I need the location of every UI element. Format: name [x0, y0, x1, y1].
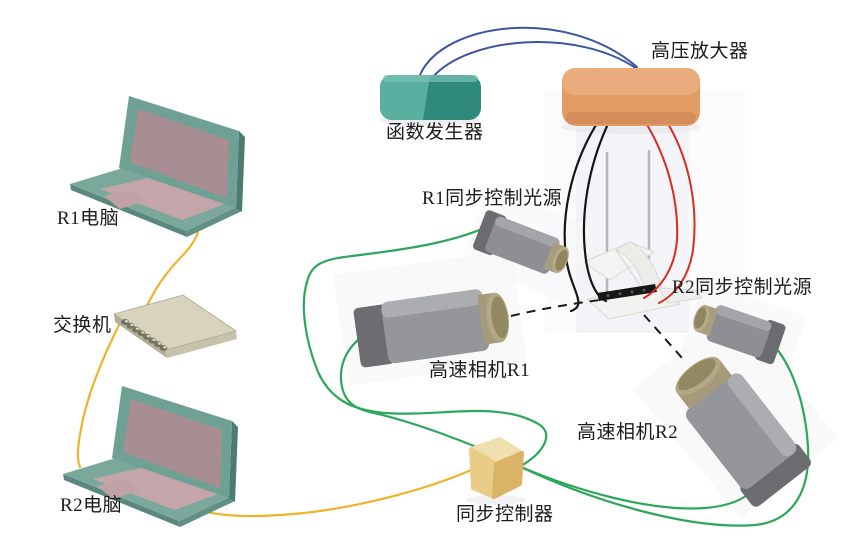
label-hv-amplifier: 高压放大器 — [651, 41, 749, 62]
sightline-camera-r2 — [643, 314, 684, 360]
switch-ports — [121, 319, 168, 351]
wire-red-2 — [658, 121, 696, 304]
laptop-r2 — [63, 386, 238, 527]
laptop-r2-keyboard — [93, 467, 223, 510]
label-camera-r2: 高速相机R2 — [577, 422, 679, 443]
laptop-r2-screen — [123, 399, 222, 488]
network-switch — [113, 294, 237, 358]
label-camera-r1: 高速相机R1 — [429, 360, 531, 381]
light-source-r1 — [473, 210, 569, 274]
controller-side — [492, 451, 524, 499]
label-light-r1: R1同步控制光源 — [422, 188, 563, 209]
controller-shadow — [466, 495, 526, 505]
wire-red-1 — [643, 122, 679, 299]
light-r1-body — [485, 216, 560, 274]
light-r2-back — [755, 320, 786, 365]
label-sync-controller: 同步控制器 — [456, 504, 554, 525]
laptop-r1-screen — [130, 109, 229, 198]
laptop-r1-trackpad — [104, 189, 146, 209]
wire-yellow-switch-r2pc — [76, 321, 122, 469]
camera-r2-back — [740, 443, 811, 507]
laptop-r1-keyboard — [100, 177, 230, 220]
camera-r1 — [353, 289, 510, 368]
wire-blue-1 — [419, 26, 638, 76]
wire-green-camera-r1 — [339, 329, 523, 469]
label-computer-r1: R1电脑 — [57, 208, 120, 229]
specimen-strip — [597, 284, 657, 301]
camera-r2-body — [685, 373, 797, 489]
label-computer-r2: R2电脑 — [60, 495, 123, 516]
label-function-generator: 函数发生器 — [386, 122, 484, 143]
sightline-camera-r1 — [510, 299, 601, 317]
wire-black-2 — [582, 122, 610, 303]
laptop-r2-trackpad — [97, 479, 139, 499]
wire-green-light-r1 — [302, 222, 548, 468]
wire-green-light-r2 — [519, 346, 810, 527]
laptop-r1 — [70, 96, 245, 237]
sync-controller — [469, 437, 524, 499]
camera-r2 — [675, 356, 811, 507]
label-light-r2: R2同步控制光源 — [672, 277, 813, 298]
specimen-fixture — [583, 150, 703, 320]
hv-amplifier — [562, 68, 700, 126]
label-switch: 交换机 — [53, 315, 112, 336]
function-generator — [380, 75, 481, 120]
wire-yellow-r2pc-controller — [185, 468, 473, 518]
light-source-r2 — [693, 304, 786, 365]
specimen-side-plate — [658, 287, 703, 304]
wire-blue-2 — [431, 41, 638, 79]
